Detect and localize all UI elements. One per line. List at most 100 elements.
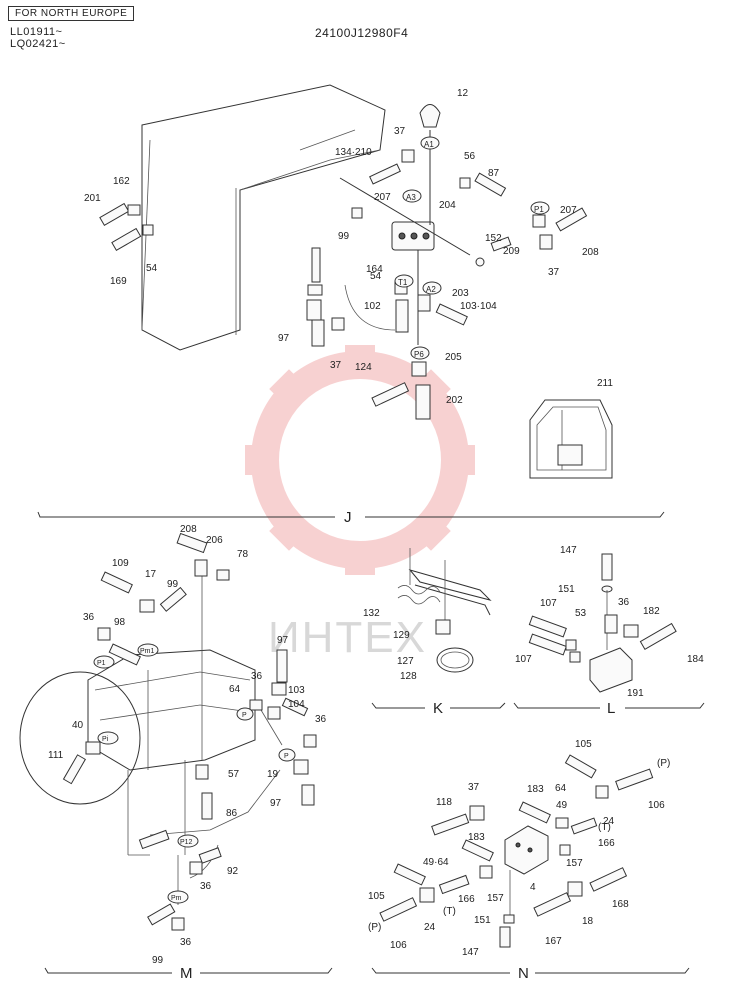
svg-text:54: 54 [146, 263, 158, 274]
svg-text:24: 24 [424, 922, 436, 933]
svg-text:49·64: 49·64 [423, 857, 449, 868]
svg-text:24: 24 [603, 816, 615, 827]
svg-text:167: 167 [545, 936, 562, 947]
svg-text:127: 127 [397, 656, 414, 667]
svg-text:169: 169 [110, 276, 127, 287]
svg-text:(T): (T) [443, 906, 456, 917]
svg-text:202: 202 [446, 395, 463, 406]
svg-text:49: 49 [556, 800, 568, 811]
svg-text:17: 17 [145, 569, 157, 580]
svg-text:54: 54 [370, 271, 382, 282]
svg-text:129: 129 [393, 630, 410, 641]
region-label-box: FOR NORTH EUROPE [8, 6, 135, 21]
section-j-drawing [37, 84, 665, 518]
svg-text:124: 124 [355, 362, 372, 373]
svg-text:98: 98 [114, 617, 126, 628]
part-labels-l: 147 151 107 53 36 182 107 184 191 [515, 545, 704, 699]
svg-text:36: 36 [180, 937, 192, 948]
svg-text:111: 111 [48, 750, 64, 761]
port-bubbles-j [394, 136, 550, 360]
svg-text:57: 57 [228, 769, 240, 780]
svg-text:109: 109 [112, 558, 129, 569]
svg-text:201: 201 [84, 193, 101, 204]
port-a1: A1 [424, 140, 434, 149]
part-labels-j: 12 37 134·210 56 87 201 162 207 204 207 … [84, 88, 613, 406]
svg-text:168: 168 [612, 899, 629, 910]
svg-text:56: 56 [464, 151, 476, 162]
section-k-drawing [371, 548, 506, 709]
section-label-k: K [433, 700, 443, 717]
svg-text:164: 164 [366, 264, 383, 275]
svg-text:118: 118 [436, 797, 452, 808]
port-labels-n: (P) (T) (T) (P) [368, 758, 670, 933]
svg-text:208: 208 [582, 247, 599, 258]
svg-text:99: 99 [338, 231, 350, 242]
port-m-pm: Pm [171, 895, 182, 902]
svg-text:182: 182 [643, 606, 660, 617]
section-n-drawing [371, 754, 690, 974]
part-labels-m: 208 206 78 109 17 99 36 98 97 36 64 103 … [48, 524, 327, 966]
section-l-drawing [513, 553, 705, 709]
svg-text:106: 106 [390, 940, 407, 951]
serial-range-1: LL01911~ [10, 26, 63, 38]
serial-range-2: LQ02421~ [10, 38, 66, 50]
section-label-m: M [180, 965, 193, 982]
svg-text:(P): (P) [657, 758, 670, 769]
section-m-drawing [19, 532, 333, 974]
svg-text:86: 86 [226, 808, 238, 819]
svg-text:106: 106 [648, 800, 665, 811]
svg-text:36: 36 [618, 597, 630, 608]
svg-text:97: 97 [277, 635, 289, 646]
svg-text:36: 36 [83, 612, 95, 623]
svg-text:203: 203 [452, 288, 469, 299]
svg-text:103·104: 103·104 [460, 301, 497, 312]
svg-text:64: 64 [555, 783, 567, 794]
svg-text:53: 53 [575, 608, 587, 619]
svg-text:64: 64 [229, 684, 241, 695]
part-labels-n: 105 37 64 49 118 183 24 106 183 166 157 … [368, 739, 665, 958]
svg-text:99: 99 [167, 579, 179, 590]
section-label-l: L [607, 700, 615, 717]
svg-text:204: 204 [439, 200, 456, 211]
svg-text:92: 92 [227, 866, 239, 877]
port-m-pm1: Pm1 [140, 648, 155, 655]
svg-text:36: 36 [200, 881, 212, 892]
svg-text:209: 209 [503, 246, 520, 257]
svg-text:207: 207 [560, 205, 577, 216]
watermark-gear-icon [245, 345, 475, 575]
svg-text:206: 206 [206, 535, 223, 546]
svg-text:208: 208 [180, 524, 197, 535]
port-a3: A3 [406, 193, 416, 202]
svg-text:(T): (T) [598, 822, 611, 833]
svg-text:105: 105 [575, 739, 592, 750]
section-label-n: N [518, 965, 529, 982]
svg-text:78: 78 [237, 549, 249, 560]
svg-text:152: 152 [485, 233, 502, 244]
svg-text:157: 157 [566, 858, 583, 869]
port-a2: A2 [426, 285, 436, 294]
svg-text:207: 207 [374, 192, 391, 203]
port-m-pi: Pi [102, 736, 109, 743]
svg-text:107: 107 [540, 598, 557, 609]
svg-text:183: 183 [527, 784, 544, 795]
svg-text:97: 97 [270, 798, 282, 809]
svg-text:105: 105 [368, 891, 385, 902]
svg-text:36: 36 [315, 714, 327, 725]
svg-text:4: 4 [530, 882, 536, 893]
document-code: 24100J12980F4 [315, 26, 409, 40]
svg-text:205: 205 [445, 352, 462, 363]
svg-text:157: 157 [487, 893, 504, 904]
svg-text:134·210: 134·210 [335, 147, 372, 158]
svg-text:166: 166 [598, 838, 615, 849]
port-m-p2: P [242, 712, 247, 719]
svg-text:191: 191 [627, 688, 644, 699]
svg-text:37: 37 [394, 126, 406, 137]
svg-text:107: 107 [515, 654, 532, 665]
port-m-p1: P1 [97, 660, 106, 667]
port-m-p3: P [284, 753, 289, 760]
watermark-text: ИНТЕХ [268, 613, 427, 662]
svg-text:132: 132 [363, 608, 380, 619]
svg-text:184: 184 [687, 654, 704, 665]
svg-text:37: 37 [468, 782, 480, 793]
